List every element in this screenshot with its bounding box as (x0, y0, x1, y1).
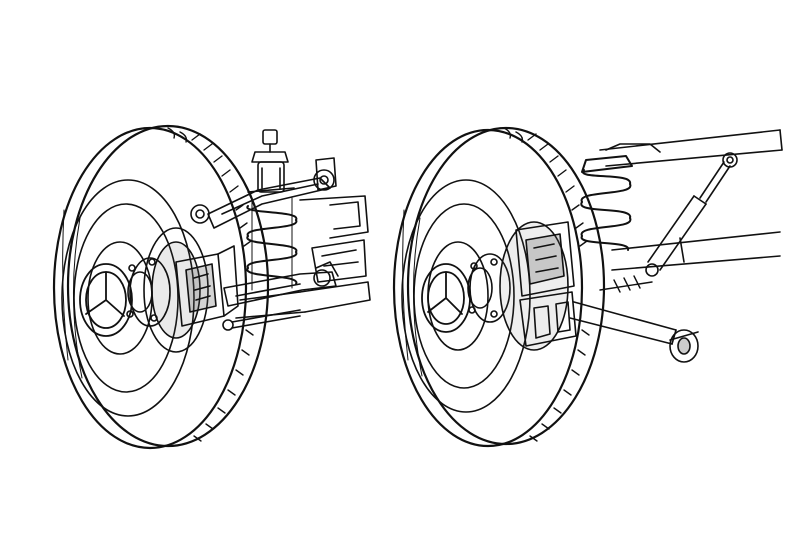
front-steering-tie-rod (222, 309, 301, 331)
front-tire (52, 124, 270, 450)
rear-brake-caliper (515, 221, 577, 347)
front-upper-control-arm (190, 157, 337, 229)
front-shock-absorber (247, 129, 295, 193)
rear-suspension-assembly (392, 126, 783, 448)
front-hub-cap-star-emblem-icon (79, 263, 133, 337)
front-suspension-assembly (52, 124, 371, 450)
front-brake-disc (126, 227, 209, 353)
front-tire-tread (167, 127, 254, 442)
front-coil-spring (246, 197, 298, 291)
rear-coil-spring (580, 155, 633, 251)
rear-link-rod (599, 275, 653, 293)
rear-brake-disc (467, 221, 569, 351)
rear-shock-absorber (645, 152, 738, 277)
rear-tire (392, 126, 606, 448)
rear-hub-cap-star-emblem-icon (421, 263, 471, 333)
rear-axle-tube (611, 231, 781, 271)
rear-chassis-rail (599, 129, 783, 167)
rear-rubber-bushing (669, 329, 699, 363)
rear-tire-tread (503, 127, 590, 442)
rear-trailing-arm (569, 301, 677, 345)
front-brake-caliper (175, 245, 239, 327)
